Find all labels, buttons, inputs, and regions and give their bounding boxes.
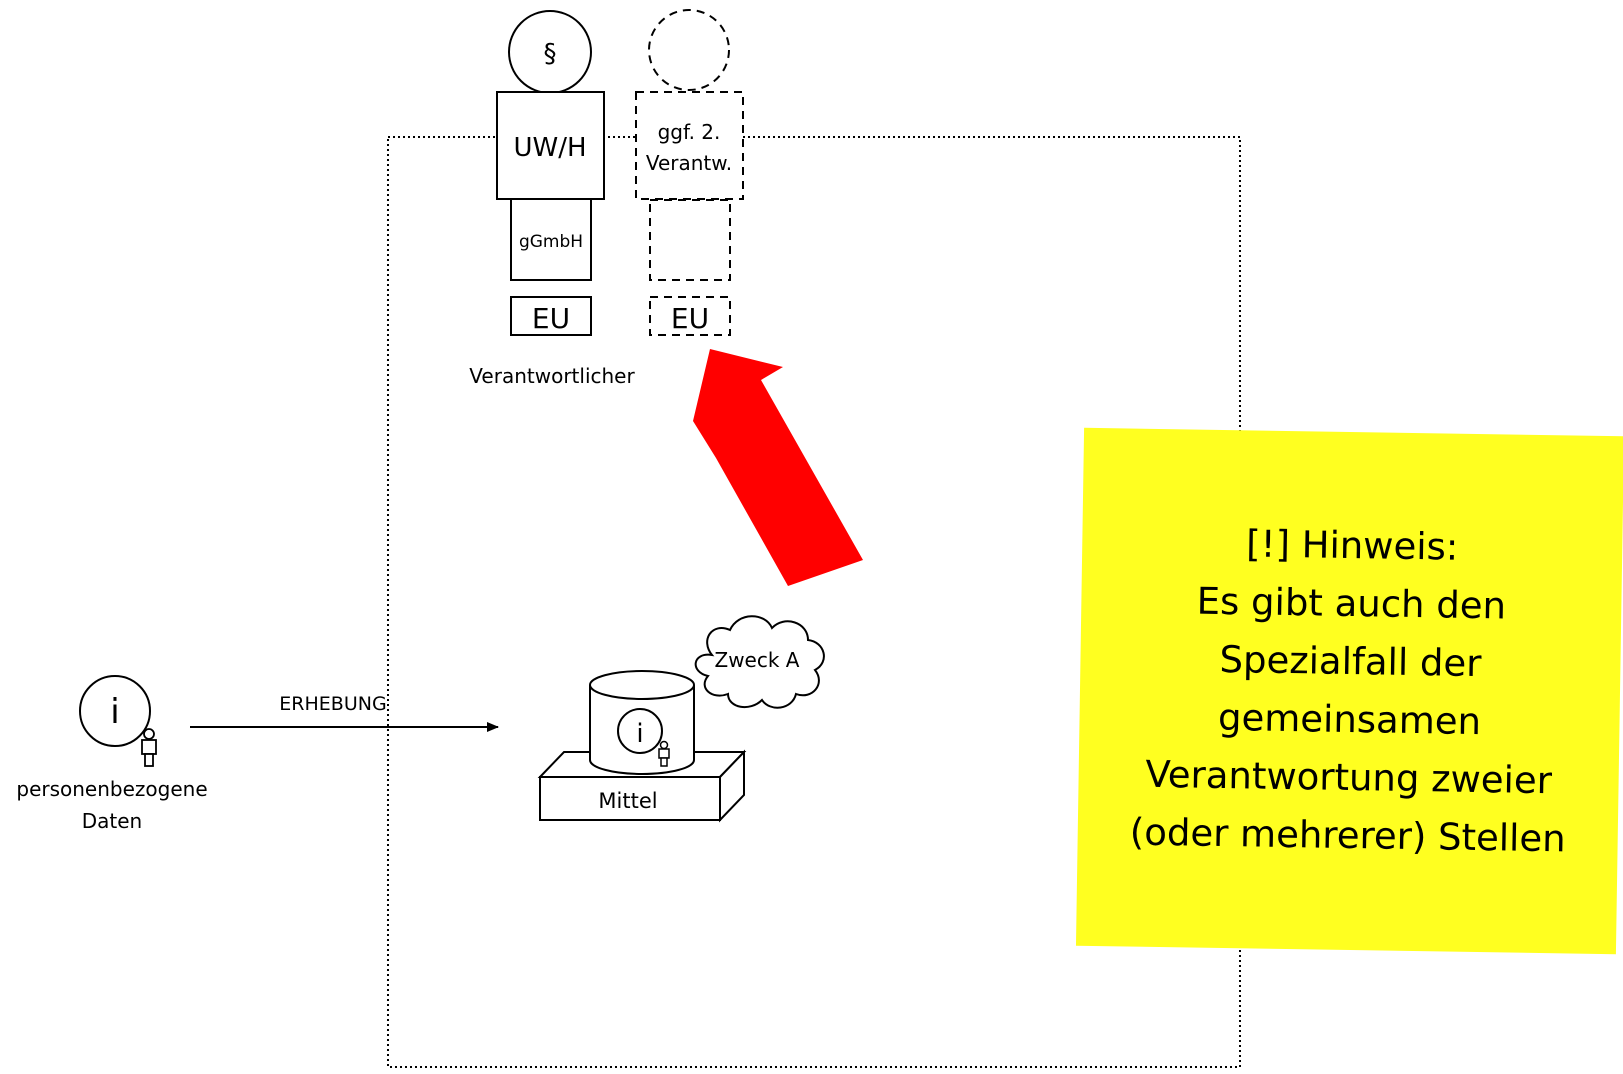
- sticky-note: [!] Hinweis: Es gibt auch den Spezialfal…: [1075, 427, 1623, 955]
- second-controller-body: [635, 91, 744, 200]
- controller-legal-form: gGmbH: [519, 232, 583, 252]
- data-subject-caption-1: personenbezogene: [16, 777, 207, 801]
- controller-figure: § UW/H gGmbH EU Verantwortlicher: [469, 10, 635, 388]
- info-icon-label: i: [110, 692, 119, 732]
- database-info-label: i: [636, 719, 643, 749]
- controller-caption: Verantwortlicher: [469, 364, 635, 388]
- database-info-icon: [617, 708, 663, 754]
- second-controller-head-icon: [648, 9, 730, 91]
- purpose-cloud: Zweck A: [694, 615, 825, 709]
- second-controller-region-box: [649, 296, 731, 336]
- second-controller-label-2: Verantw.: [646, 151, 732, 175]
- note-line: Spezialfall der: [1219, 637, 1482, 686]
- second-controller-label-1: ggf. 2.: [658, 120, 721, 144]
- second-controller-figure: ggf. 2. Verantw. EU: [635, 9, 744, 336]
- controller-region: EU: [532, 302, 570, 335]
- data-subject: i personenbezogene Daten: [16, 675, 208, 833]
- controller-head-symbol: §: [544, 39, 557, 69]
- note-line: (oder mehrerer) Stellen: [1129, 810, 1566, 861]
- red-arrow: [693, 349, 863, 586]
- database-icon: i: [589, 670, 695, 775]
- controller-body-label: UW/H: [513, 133, 586, 163]
- controller-region-box: [510, 296, 592, 336]
- second-controller-legs: [649, 199, 731, 281]
- note-line: [!] Hinweis:: [1245, 522, 1459, 569]
- note-line: Verantwortung zweier: [1145, 752, 1553, 803]
- data-subject-caption-2: Daten: [82, 809, 142, 833]
- second-controller-region: EU: [671, 302, 709, 335]
- database-person-icon: [658, 740, 670, 767]
- info-icon: [79, 675, 151, 747]
- purpose-label: Zweck A: [715, 648, 800, 672]
- controller-legs: [510, 198, 592, 281]
- controller-body: [496, 91, 605, 200]
- note-line: gemeinsamen: [1217, 695, 1482, 744]
- note-line: Es gibt auch den: [1196, 579, 1507, 628]
- collection-label: ERHEBUNG: [279, 693, 386, 715]
- person-icon: [141, 728, 157, 767]
- means-label: Mittel: [598, 789, 657, 813]
